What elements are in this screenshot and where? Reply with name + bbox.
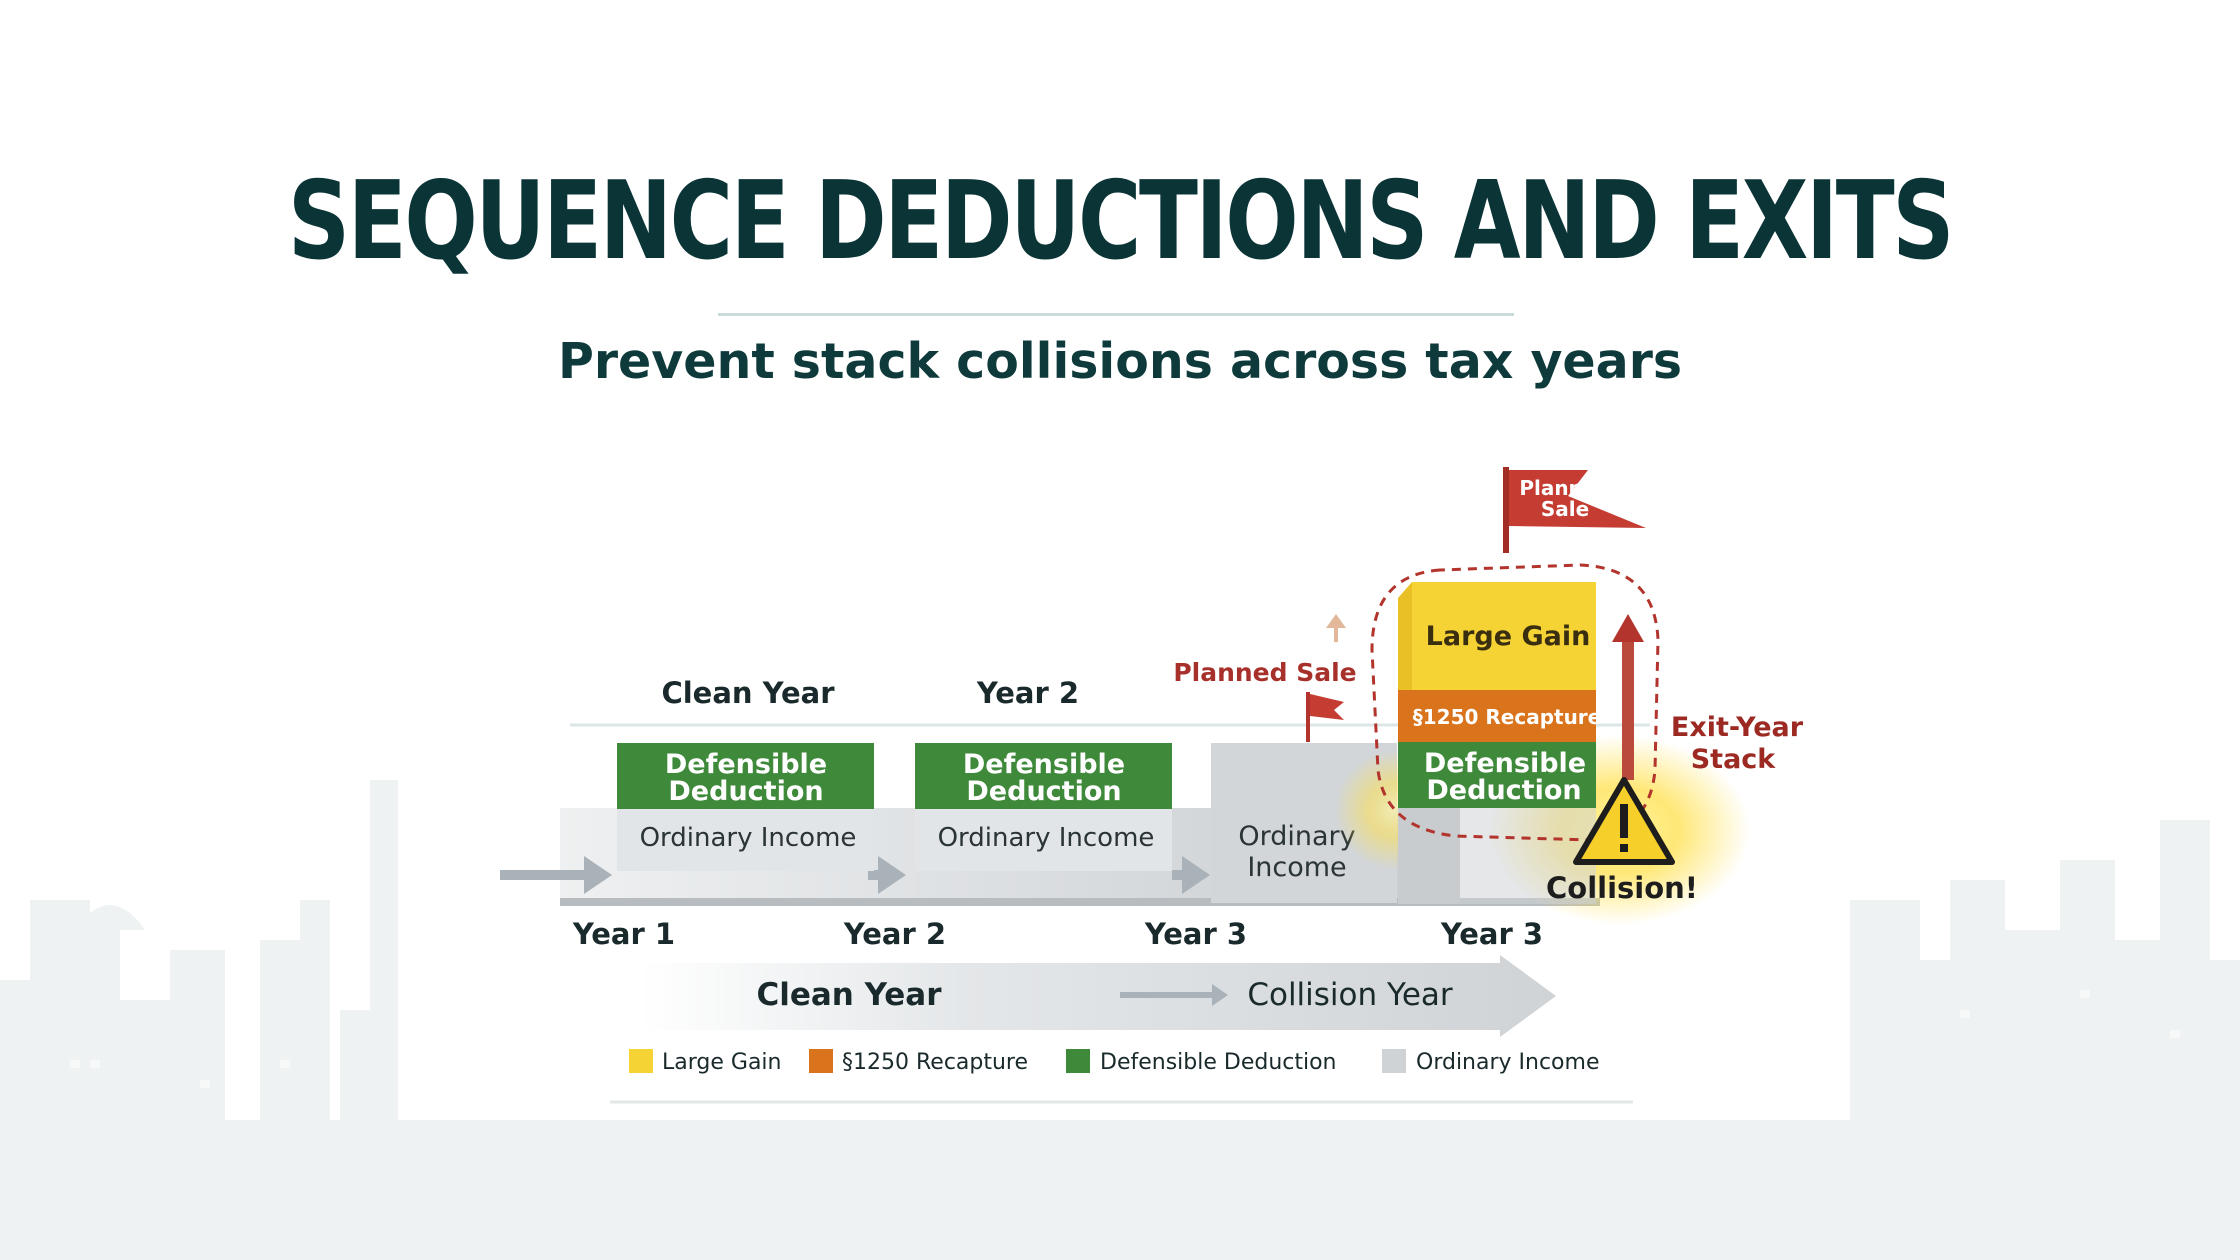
recapture-block — [1398, 690, 1596, 742]
deduction-block-year1 — [617, 743, 874, 809]
top-label-year2: Year 2 — [976, 676, 1079, 710]
page-subtitle: Prevent stack collisions across tax year… — [557, 333, 1683, 390]
deduction-label-year1-line2: Deduction — [668, 776, 823, 807]
axis-year-1: Year 1 — [572, 917, 675, 951]
timeline-clean-year: Clean Year — [756, 977, 942, 1013]
ordinary-income-label-year2: Ordinary Income — [938, 823, 1155, 853]
deduction-label-year1-line1: Defensible — [665, 749, 827, 780]
ordinary-income-block-year1 — [617, 809, 874, 871]
recapture-label: §1250 Recapture — [1413, 705, 1602, 729]
exit-deduction-label-line2: Deduction — [1426, 775, 1581, 806]
legend-label-ordinary-income: Ordinary Income — [1416, 1050, 1600, 1075]
ground-line — [560, 898, 1600, 906]
legend-swatch-deduction — [1066, 1049, 1090, 1073]
small-flag-icon — [1306, 692, 1344, 742]
top-label-clean-year: Clean Year — [661, 676, 835, 710]
deduction-block-year2 — [915, 743, 1172, 809]
legend: Large Gain §1250 Recapture Defensible De… — [629, 1049, 1600, 1075]
axis-year-3a: Year 3 — [1144, 917, 1247, 951]
timeline-arrow-band — [640, 955, 1556, 1037]
legend-swatch-recapture — [809, 1049, 833, 1073]
warning-icon — [1573, 777, 1675, 865]
axis-year-3b: Year 3 — [1440, 917, 1543, 951]
progress-arrows — [500, 856, 1210, 894]
ordinary-income-block-year2 — [915, 809, 1172, 871]
planned-sale-flag-icon — [1503, 467, 1646, 553]
legend-swatch-large-gain — [629, 1049, 653, 1073]
exit-ordinary-base — [1398, 808, 1596, 904]
title-divider — [718, 313, 1514, 316]
ordinary-income-label-year3-line2: Income — [1247, 852, 1346, 883]
small-arrow-up-icon — [1326, 614, 1346, 642]
timeline-collision-year: Collision Year — [1247, 977, 1453, 1013]
deduction-label-year2-line2: Deduction — [966, 776, 1121, 807]
exit-deduction-block — [1398, 742, 1596, 808]
large-gain-label: Large Gain — [1426, 621, 1591, 652]
exit-stack-arrow-icon — [1612, 614, 1644, 780]
legend-label-recapture: §1250 Recapture — [842, 1050, 1028, 1075]
axis-year-2: Year 2 — [843, 917, 946, 951]
planned-sale-label-small: Planned Sale — [1173, 658, 1356, 687]
exit-deduction-label-line1: Defensible — [1424, 748, 1586, 779]
exit-year-stack-label-line2: Stack — [1691, 744, 1777, 775]
planned-sale-flag-line1: Planned — [1519, 476, 1610, 500]
exit-year-stack-label-line1: Exit-Year — [1671, 712, 1804, 743]
planned-sale-flag-line2: Sale — [1541, 497, 1589, 521]
deduction-label-year2-line1: Defensible — [963, 749, 1125, 780]
page-title: SEQUENCE DEDUCTIONS AND EXITS — [287, 159, 1955, 284]
large-gain-block — [1398, 582, 1596, 690]
timeline-transition-arrow — [1120, 984, 1228, 1006]
legend-label-deduction: Defensible Deduction — [1100, 1050, 1337, 1075]
ordinary-income-label-year3-line1: Ordinary — [1238, 821, 1355, 852]
ordinary-income-label-year1: Ordinary Income — [640, 823, 857, 853]
legend-swatch-ordinary-income — [1382, 1049, 1406, 1073]
collision-label: Collision! — [1546, 871, 1698, 905]
legend-label-large-gain: Large Gain — [662, 1050, 781, 1075]
